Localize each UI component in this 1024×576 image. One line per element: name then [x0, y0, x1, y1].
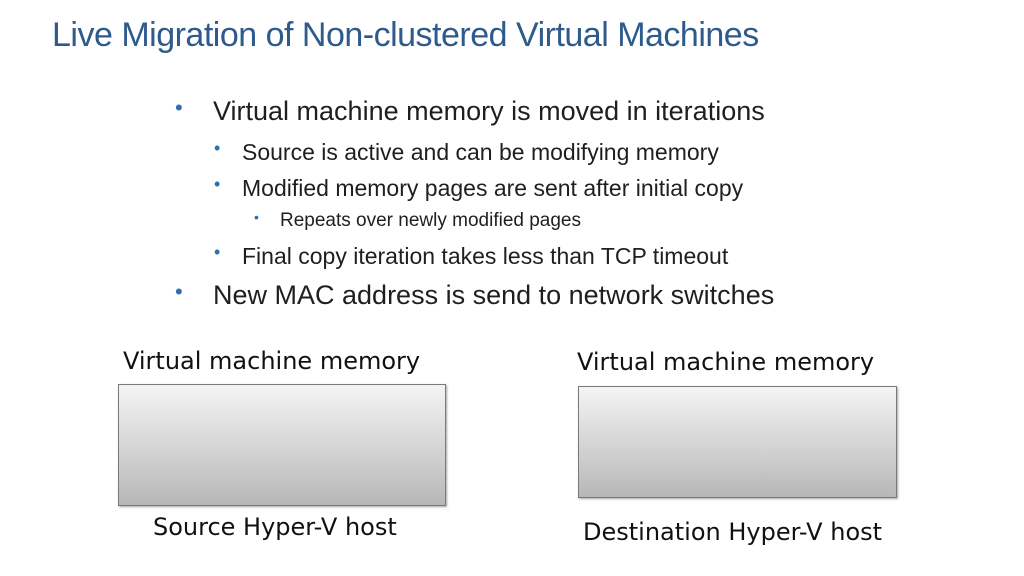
bullet-dot-icon: •: [175, 279, 183, 304]
bullet-item: • New MAC address is send to network swi…: [175, 279, 775, 311]
bullet-text: New MAC address is send to network switc…: [213, 280, 775, 310]
source-memory-label: Virtual machine memory: [123, 347, 421, 375]
bullet-dot-icon: •: [175, 95, 183, 120]
bullet-dot-icon: •: [214, 138, 221, 158]
bullet-text: Source is active and can be modifying me…: [242, 139, 719, 165]
bullet-dot-icon: •: [254, 209, 259, 225]
source-host-label: Source Hyper-V host: [153, 513, 397, 541]
bullet-item: • Modified memory pages are sent after i…: [214, 174, 744, 202]
bullet-dot-icon: •: [214, 174, 221, 194]
destination-host-label: Destination Hyper-V host: [583, 518, 883, 546]
bullet-item: • Virtual machine memory is moved in ite…: [175, 95, 765, 127]
bullet-text: Virtual machine memory is moved in itera…: [213, 96, 765, 126]
bullet-list: • Virtual machine memory is moved in ite…: [175, 95, 775, 311]
bullet-dot-icon: •: [214, 242, 221, 262]
bullet-text: Modified memory pages are sent after ini…: [242, 175, 744, 201]
slide-title: Live Migration of Non-clustered Virtual …: [52, 16, 759, 54]
bullet-text: Final copy iteration takes less than TCP…: [242, 243, 729, 269]
destination-memory-label: Virtual machine memory: [577, 348, 875, 376]
source-memory-box: [118, 384, 446, 506]
bullet-item: • Final copy iteration takes less than T…: [214, 242, 729, 270]
bullet-item: • Source is active and can be modifying …: [214, 138, 719, 166]
destination-memory-box: [578, 386, 897, 498]
bullet-text: Repeats over newly modified pages: [280, 210, 582, 231]
bullet-item: • Repeats over newly modified pages: [254, 209, 582, 232]
